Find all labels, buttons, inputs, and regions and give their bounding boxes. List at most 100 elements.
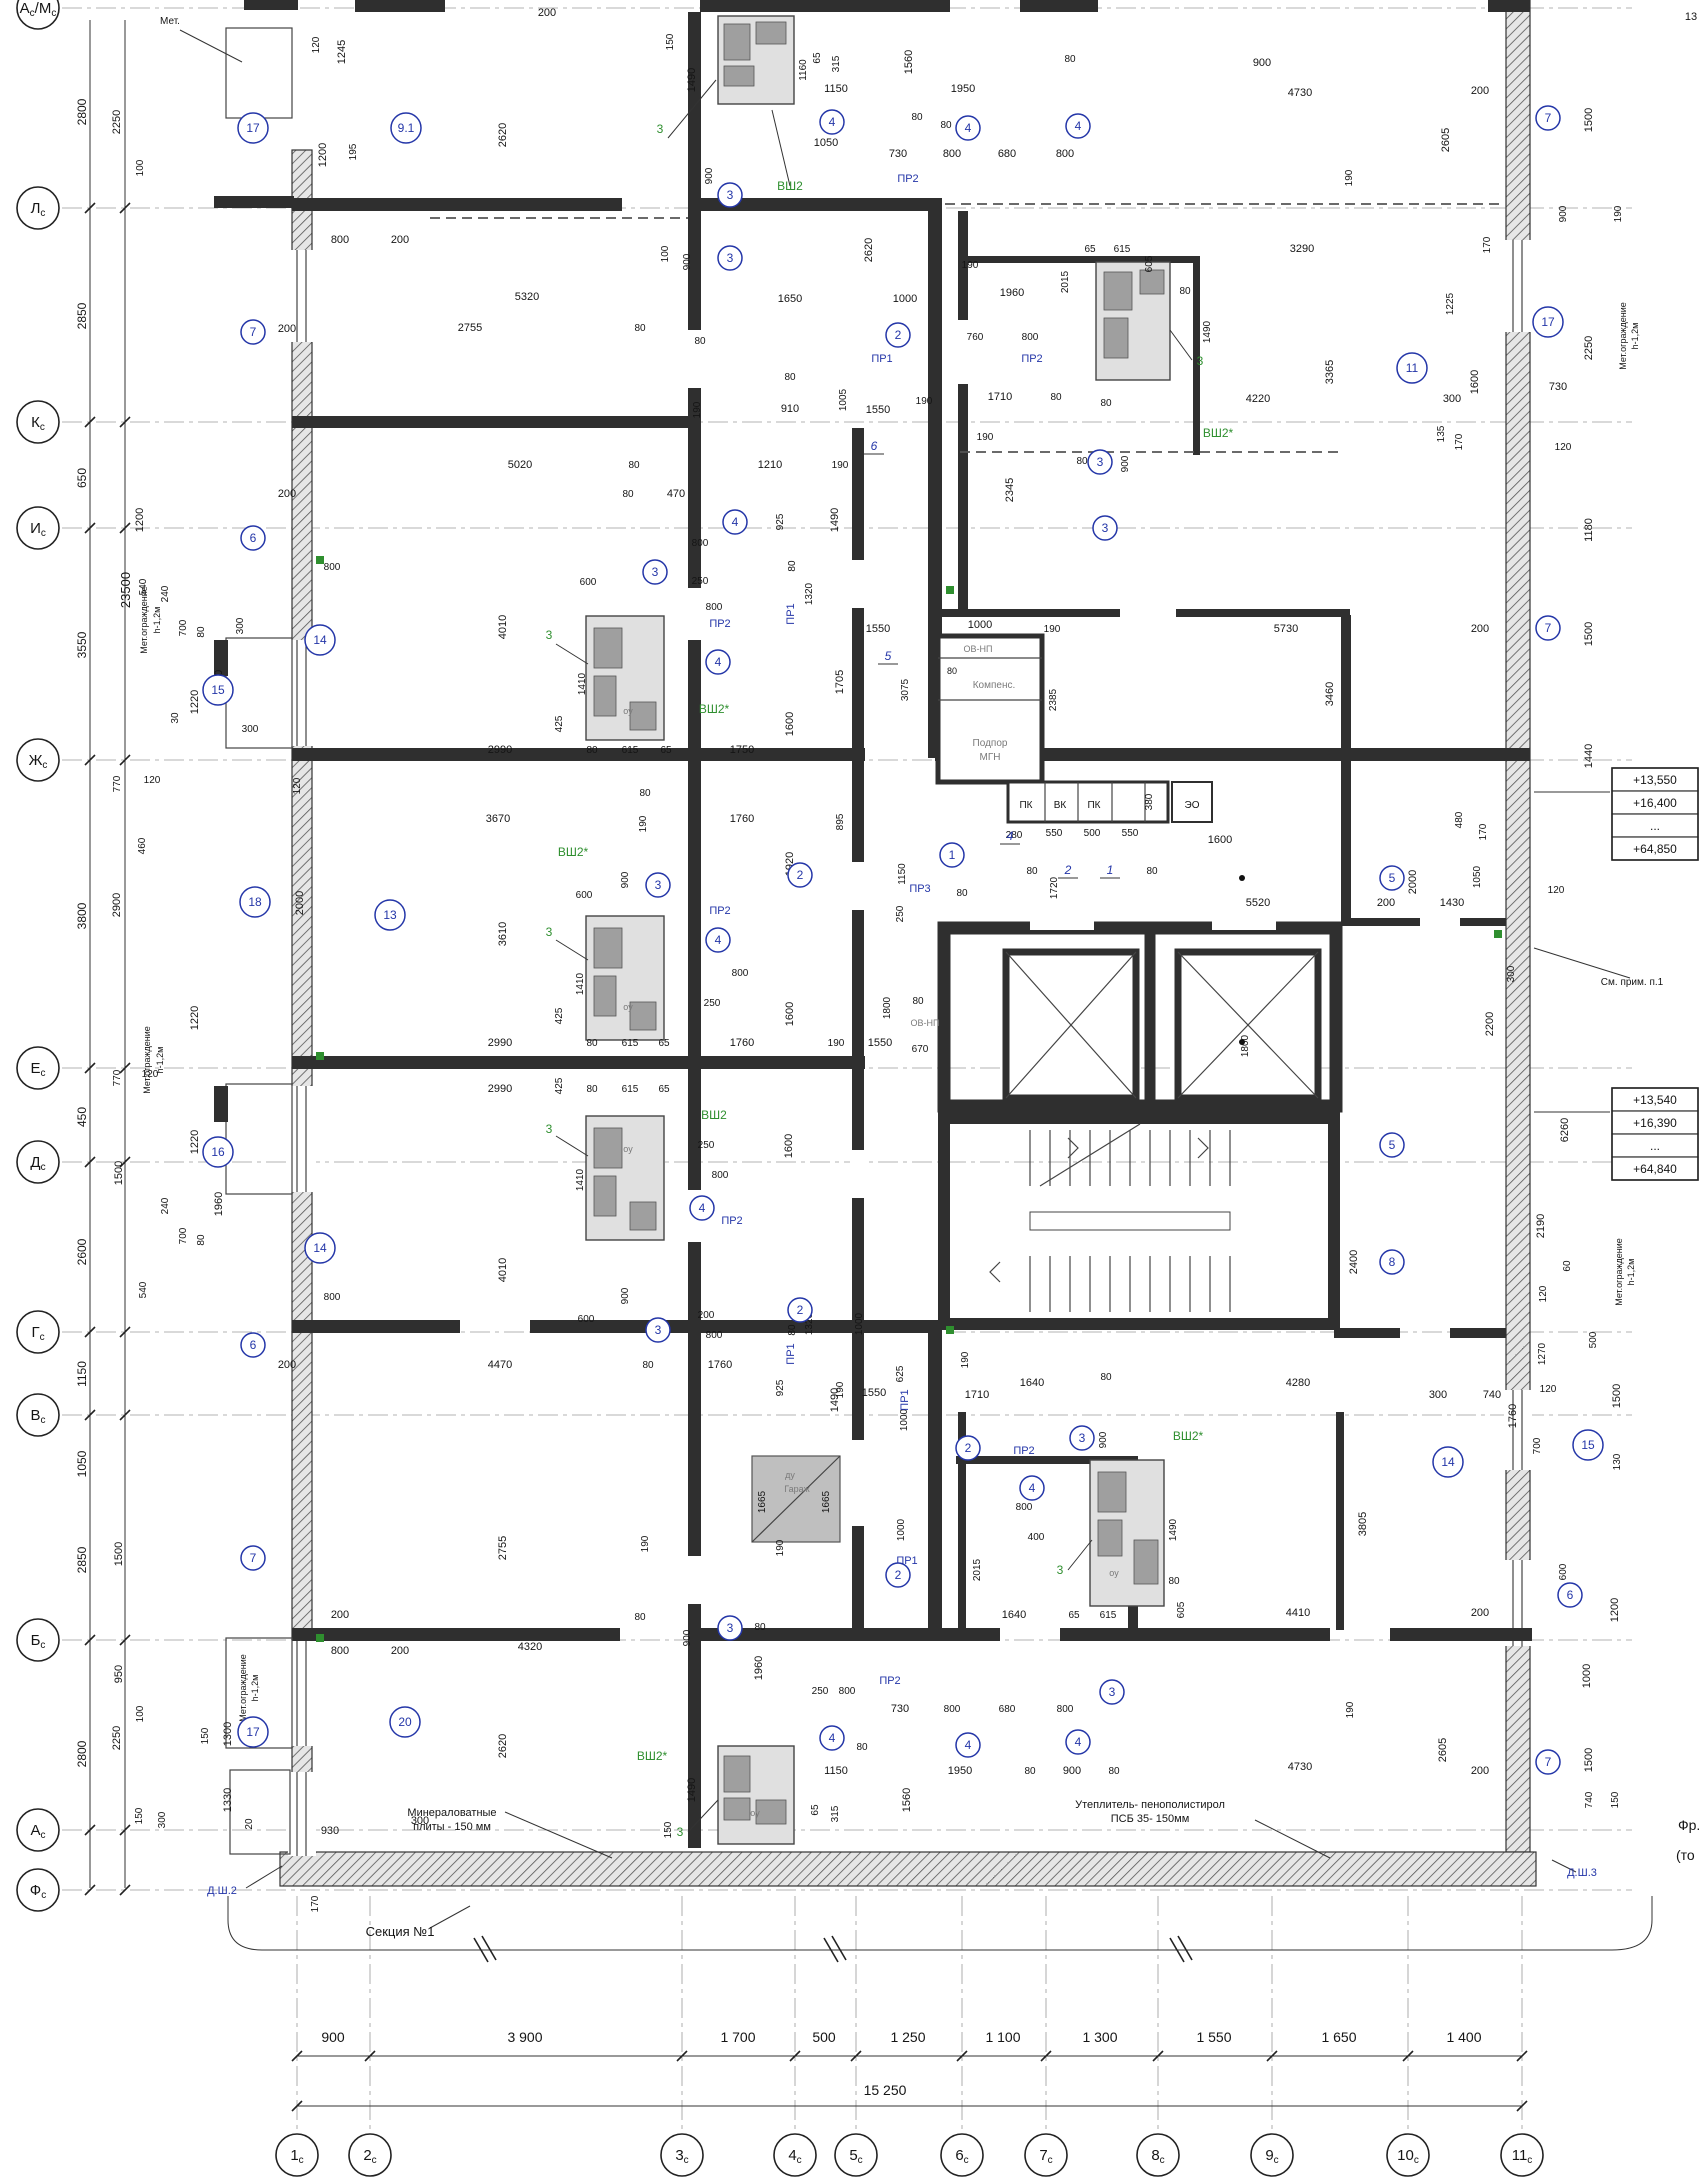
callout-number: 7 (250, 325, 257, 339)
dim-label: 65 (812, 52, 823, 64)
dim-label: 1 (1107, 863, 1114, 877)
dim-label: 1500 (1611, 1384, 1623, 1408)
dim-label: 730 (891, 1703, 909, 1715)
dim-label: 4470 (488, 1359, 512, 1371)
dim-label: 900 (321, 2029, 345, 2045)
dim-label: 2850 (75, 1546, 89, 1573)
dim-label: Подпор (973, 738, 1008, 749)
dim-label: 5520 (1246, 897, 1270, 909)
callout-number: 11 (1406, 361, 1419, 375)
dim-label: 1050 (1472, 865, 1483, 888)
dim-label: 800 (1057, 1704, 1074, 1715)
elevation-value: +64,850 (1633, 842, 1677, 856)
dim-label: 80 (586, 1084, 598, 1095)
dim-label: ПК (1019, 800, 1032, 811)
callout-circle (1532, 306, 1564, 338)
dim-label: 930 (321, 1825, 339, 1837)
dim-label: 1500 (113, 1542, 125, 1566)
callout-circle (304, 624, 336, 656)
dim-label: 2605 (1437, 1738, 1449, 1762)
vent-label: ВШ2* (699, 702, 730, 716)
callout-circle (705, 927, 731, 953)
dim-label: 80 (622, 489, 634, 500)
dim-label: 900 (682, 1629, 693, 1646)
dim-tick (291, 2050, 303, 2062)
dim-label: 250 (692, 576, 709, 587)
dim-label: 1210 (758, 459, 782, 471)
dim-label: 250 (895, 905, 906, 922)
axis-label: Дс (30, 1154, 45, 1173)
dim-label: 800 (324, 1292, 341, 1303)
axis-label: 3с (675, 2147, 688, 2166)
dim-label: 65 (658, 1084, 670, 1095)
dim-label: 1300 (222, 1722, 234, 1746)
dim-label: h-1,2м (250, 1675, 260, 1702)
dim-label: 605 (1176, 1601, 1187, 1618)
dim-label: 900 (1558, 205, 1569, 222)
dim-tick (84, 1156, 96, 1168)
dim-label: 1500 (1583, 108, 1595, 132)
dim-tick (1402, 2050, 1414, 2062)
dim-label: 2800 (75, 1740, 89, 1767)
axis-bubble (16, 1868, 60, 1912)
dim-total-label: 15 250 (864, 2082, 907, 2098)
opening-label: ПР2 (1021, 353, 1042, 365)
callout-circle (955, 1435, 981, 1461)
callout-circle (1379, 1132, 1405, 1158)
dim-label: 80 (1100, 398, 1112, 409)
callout-number: 18 (248, 895, 262, 909)
callout-number: 17 (1541, 315, 1555, 329)
dim-label: ВК (1054, 800, 1067, 811)
vent-shaft (935, 633, 1213, 824)
dim-label: 1320 (804, 1312, 815, 1335)
dim-label: 1410 (575, 972, 586, 995)
dim-label: 6 (871, 439, 878, 453)
callout-circle (705, 649, 731, 675)
axis-label: Лс (31, 200, 46, 219)
dim-label: 1000 (893, 293, 917, 305)
dim-label: 190 (977, 432, 994, 443)
callout-circle (304, 1232, 336, 1264)
dim-label: 1220 (189, 1006, 201, 1030)
dim-label: 3 900 (507, 2029, 542, 2045)
dim-label: 1220 (189, 690, 201, 714)
dim-label: 150 (200, 1727, 211, 1744)
callout-number: 3 (1102, 521, 1109, 535)
dim-tick (119, 1062, 131, 1074)
dim-label: 200 (278, 488, 296, 500)
dim-tick (1516, 2100, 1528, 2112)
opening-label: ПР2 (709, 618, 730, 630)
dim-label: 80 (1026, 866, 1038, 877)
dim-label: 700 (178, 619, 189, 636)
dim-label: 1950 (951, 83, 975, 95)
callout-number: 2 (895, 328, 902, 342)
vent-label: ВШ2* (1173, 1429, 1204, 1443)
dim-label: 1 550 (1196, 2029, 1231, 2045)
dim-label: 1550 (866, 404, 890, 416)
dim-label: 670 (912, 1044, 929, 1055)
axis-bubble (773, 2133, 817, 2177)
dim-label: 1000 (854, 1312, 865, 1335)
axis-bubble (1024, 2133, 1068, 2177)
dim-tick (119, 1409, 131, 1421)
dim-label: 2600 (75, 1238, 89, 1265)
dim-label: 800 (839, 1686, 856, 1697)
dim-label: 470 (667, 488, 685, 500)
dim-label: 1760 (730, 813, 754, 825)
callout-number: 17 (246, 121, 260, 135)
callout-number: 2 (965, 1441, 972, 1455)
callout-circle (1087, 449, 1113, 475)
dim-label: 1150 (824, 1765, 848, 1777)
dim-label: 1490 (686, 1778, 698, 1802)
callout-circle (689, 1195, 715, 1221)
dim-label: (то (1676, 1847, 1695, 1863)
stairwell (938, 1112, 1340, 1330)
dim-tick (84, 1634, 96, 1646)
callout-circle (237, 112, 269, 144)
dim-label: 2800 (75, 98, 89, 125)
dim-label: 190 (1613, 205, 1624, 222)
axis-label: 4с (788, 2147, 801, 2166)
dim-label: 800 (331, 234, 349, 246)
dim-tick (119, 1634, 131, 1646)
